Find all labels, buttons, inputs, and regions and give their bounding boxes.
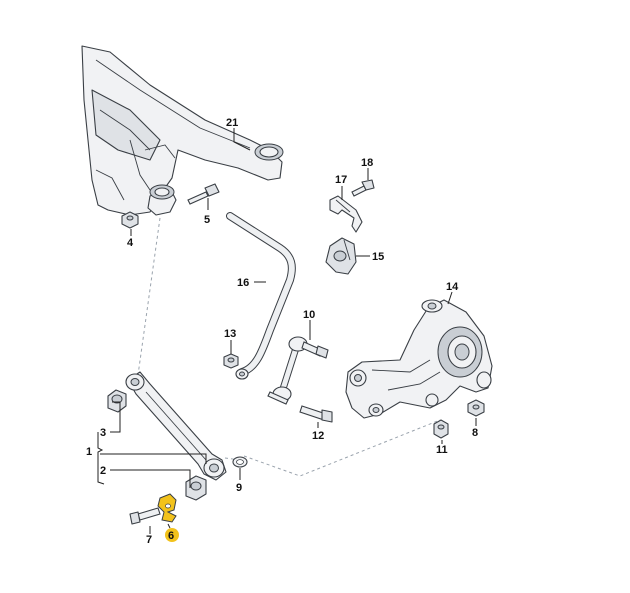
callout-18: 18: [361, 157, 373, 169]
bolt-part-5: [187, 183, 220, 205]
nut-part-13: [223, 353, 239, 369]
bolt-part-12: [299, 405, 333, 423]
bracket-part-17: [329, 195, 363, 233]
nut-part-8: [467, 399, 485, 417]
callout-7: 7: [146, 534, 152, 546]
callout-21: 21: [226, 117, 238, 129]
callout-12: 12: [312, 430, 324, 442]
callout-11: 11: [436, 444, 448, 456]
callout-13: 13: [224, 328, 236, 340]
bush-part-3: [107, 389, 127, 413]
callout-8: 8: [472, 427, 478, 439]
wheel-bearing-housing-part: [345, 299, 493, 419]
nut-part-4: [121, 211, 139, 229]
bolt-part-7: [129, 507, 161, 525]
callout-3: 3: [100, 427, 106, 439]
callout-15: 15: [372, 251, 384, 263]
callout-labels: 21 4 5 17 18 15 16 13 10 12 14 8 11 9 3 …: [86, 117, 478, 546]
lower-link-arm-part: [125, 371, 227, 481]
callout-6: 6: [168, 530, 174, 542]
callout-5: 5: [204, 214, 210, 226]
coupling-rod-part-10: [267, 336, 329, 405]
subframe-part: [81, 45, 284, 216]
bolt-part-18: [351, 179, 375, 197]
washer-part-9: [232, 456, 248, 468]
callout-2: 2: [100, 465, 106, 477]
callout-16: 16: [237, 277, 249, 289]
callout-4: 4: [127, 237, 134, 249]
anti-roll-bar-part: [226, 212, 296, 380]
callout-1: 1: [86, 446, 92, 458]
eccentric-washer-part-6: [157, 493, 177, 523]
callout-10: 10: [303, 309, 315, 321]
leader-lines: [97, 128, 477, 534]
callout-14: 14: [446, 281, 459, 293]
callout-6-highlight: [165, 528, 179, 542]
callout-9: 9: [236, 482, 242, 494]
bush-part-2: [185, 475, 207, 501]
callout-17: 17: [335, 174, 347, 186]
nut-part-11: [433, 419, 449, 439]
bushing-part-15: [325, 237, 357, 275]
